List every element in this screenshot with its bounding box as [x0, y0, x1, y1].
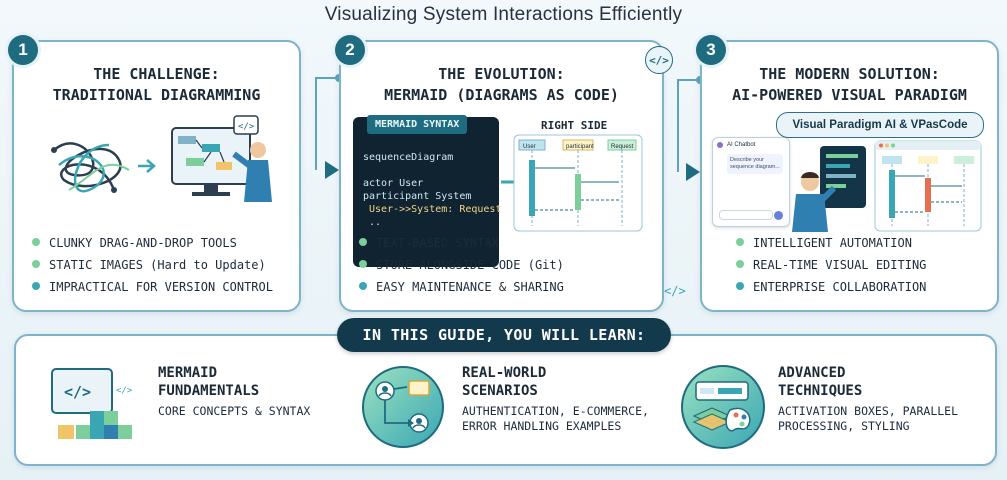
bullet-item: STATIC IMAGES (Hard to Update): [32, 254, 273, 276]
learn-item-techniques: ADVANCED TECHNIQUES ACTIVATION BOXES, PA…: [778, 364, 958, 434]
svg-text:participant: participant: [566, 144, 594, 150]
learn-item-desc-line: ERROR HANDLING EXAMPLES: [462, 419, 622, 433]
learn-heading: IN THIS GUIDE, YOU WILL LEARN:: [337, 318, 671, 352]
learn-item-title: FUNDAMENTALS: [158, 383, 260, 399]
bullet-dot: [736, 260, 744, 268]
bullet-text: STATIC IMAGES (Hard to Update): [49, 258, 266, 272]
bullet-dot: [359, 260, 367, 268]
sequence-diagram-preview: User participant Request: [513, 134, 643, 232]
bullet-dot: [736, 282, 744, 290]
panel-title-line2: MERMAID (DIAGRAMS AS CODE): [384, 86, 619, 104]
learn-item-desc: AUTHENTICATION, E-COMMERCE,ERROR HANDLIN…: [462, 404, 649, 434]
code-line: actor User: [363, 178, 424, 189]
learn-item-title: ADVANCED: [778, 365, 846, 381]
svg-text:</>: </>: [238, 122, 255, 132]
bullet-dot: [32, 282, 40, 290]
solution-bullets: INTELLIGENT AUTOMATION REAL-TIME VISUAL …: [736, 232, 926, 298]
code-editor: MERMAID SYNTAX sequenceDiagram actor User…: [353, 115, 501, 267]
code-line: sequenceDiagram: [363, 152, 454, 163]
bullet-item: ENTERPRISE COLLABORATION: [736, 276, 926, 298]
bullet-text: REAL-TIME VISUAL EDITING: [753, 258, 927, 272]
bullet-dot: [32, 260, 40, 268]
learn-item-desc-line: PROCESSING, STYLING: [778, 419, 910, 433]
palette-layers-icon: [681, 365, 765, 449]
visual-paradigm-badge: Visual Paradigm AI & VPasCode: [776, 112, 984, 138]
panel-title-line1: THE MODERN SOLUTION:: [759, 65, 940, 83]
evolution-bullets: TEXT-BASED SYNTAX STORE ALONGSIDE CODE (…: [359, 232, 564, 298]
bullet-text: CLUNKY DRAG-AND-DROP TOOLS: [49, 236, 237, 250]
svg-text:Request: Request: [611, 144, 634, 150]
panel-evolution: 2 THE EVOLUTION: MERMAID (DIAGRAMS AS CO…: [335, 35, 664, 312]
panel-title: THE MODERN SOLUTION: AI-POWERED VISUAL P…: [702, 64, 997, 106]
bullet-text: ENTERPRISE COLLABORATION: [753, 280, 927, 294]
chatbot-title: AI Chatbot: [727, 142, 756, 148]
learn-item-title: MERMAID: [158, 365, 218, 381]
step-number-2: 2: [335, 35, 365, 65]
svg-text:User: User: [523, 144, 536, 150]
code-line: participant System: [363, 191, 472, 202]
chat-input[interactable]: [719, 210, 773, 220]
learn-item-scenarios: REAL-WORLD SCENARIOS AUTHENTICATION, E-C…: [462, 364, 649, 434]
chatbot-icon: [717, 142, 723, 148]
panel-title-line2: AI-POWERED VISUAL PARADIGM: [732, 86, 967, 104]
bullet-text: EASY MAINTENANCE & SHARING: [376, 280, 564, 294]
person-at-monitor-icon: </>: [171, 115, 272, 202]
learn-item-fundamentals: MERMAID FUNDAMENTALS CORE CONCEPTS & SYN…: [158, 364, 310, 419]
learn-item-desc-line: AUTHENTICATION, E-COMMERCE,: [462, 404, 649, 418]
learn-item-desc: CORE CONCEPTS & SYNTAX: [158, 404, 311, 418]
code-header: MERMAID SYNTAX: [367, 115, 468, 134]
bullet-text: STORE ALONGSIDE CODE (Git): [376, 258, 564, 272]
code-body: sequenceDiagram actor User participant Sys…: [363, 151, 501, 229]
tangled-cables-icon: [51, 142, 130, 193]
right-side-label: RIGHT SIDE: [541, 119, 608, 132]
bullet-item: STORE ALONGSIDE CODE (Git): [359, 254, 564, 276]
challenge-bullets: CLUNKY DRAG-AND-DROP TOOLS STATIC IMAGES…: [32, 232, 273, 298]
svg-text:</>: </>: [116, 386, 133, 396]
code-tag-icon: </>: [645, 46, 673, 74]
diagram-editor-window: [874, 140, 982, 232]
person-at-screen-icon: [792, 146, 866, 232]
panel-modern-solution: 3 THE MODERN SOLUTION: AI-POWERED VISUAL…: [696, 35, 999, 312]
bullet-text: TEXT-BASED SYNTAX: [376, 236, 499, 250]
bullet-dot: [32, 238, 40, 246]
learn-item-title: SCENARIOS: [462, 383, 538, 399]
learn-item-title: TECHNIQUES: [778, 383, 863, 399]
code-line: [363, 164, 501, 177]
bullet-item: CLUNKY DRAG-AND-DROP TOOLS: [32, 232, 273, 254]
send-icon[interactable]: [774, 211, 783, 220]
step-number-1: 1: [8, 35, 38, 65]
ai-chatbot-window: AI Chatbot Describe your sequence diagra…: [712, 137, 790, 227]
panel-title-line2: TRADITIONAL DIAGRAMMING: [52, 86, 261, 104]
chatbot-message: Describe your sequence diagram...: [727, 154, 783, 174]
panel-title: THE EVOLUTION: MERMAID (DIAGRAMS AS CODE…: [341, 64, 662, 106]
bullet-item: REAL-TIME VISUAL EDITING: [736, 254, 926, 276]
code-line: User->>System: Request: [363, 204, 502, 215]
bullet-dot: [736, 238, 744, 246]
learn-item-desc-line: ACTIVATION BOXES, PARALLEL: [778, 404, 959, 418]
bullet-text: IMPRACTICAL FOR VERSION CONTROL: [49, 280, 273, 294]
bullet-item: EASY MAINTENANCE & SHARING: [359, 276, 564, 298]
panel-title: THE CHALLENGE: TRADITIONAL DIAGRAMMING: [14, 64, 299, 106]
learn-item-title: REAL-WORLD: [462, 365, 547, 381]
bullet-dot: [359, 282, 367, 290]
bullet-item: IMPRACTICAL FOR VERSION CONTROL: [32, 276, 273, 298]
bullet-item: TEXT-BASED SYNTAX: [359, 232, 564, 254]
flow-scenario-icon: [362, 366, 444, 448]
step-number-3: 3: [696, 35, 726, 65]
code-tag-icon: </>: [664, 284, 686, 298]
page-title: Visualizing System Interactions Efficien…: [324, 4, 683, 25]
bullet-dot: [359, 238, 367, 246]
bullet-text: INTELLIGENT AUTOMATION: [753, 236, 912, 250]
svg-text:</>: </>: [64, 383, 91, 401]
right-arrow-icon: [138, 159, 156, 173]
panel-title-line1: THE CHALLENGE:: [93, 65, 220, 83]
bullet-item: INTELLIGENT AUTOMATION: [736, 232, 926, 254]
panel-title-line1: THE EVOLUTION:: [438, 65, 565, 83]
panel-challenge: 1 THE CHALLENGE: TRADITIONAL DIAGRAMMING…: [8, 35, 301, 312]
code-blocks-icon: </> </>: [51, 368, 133, 439]
code-line: ..: [363, 217, 382, 228]
